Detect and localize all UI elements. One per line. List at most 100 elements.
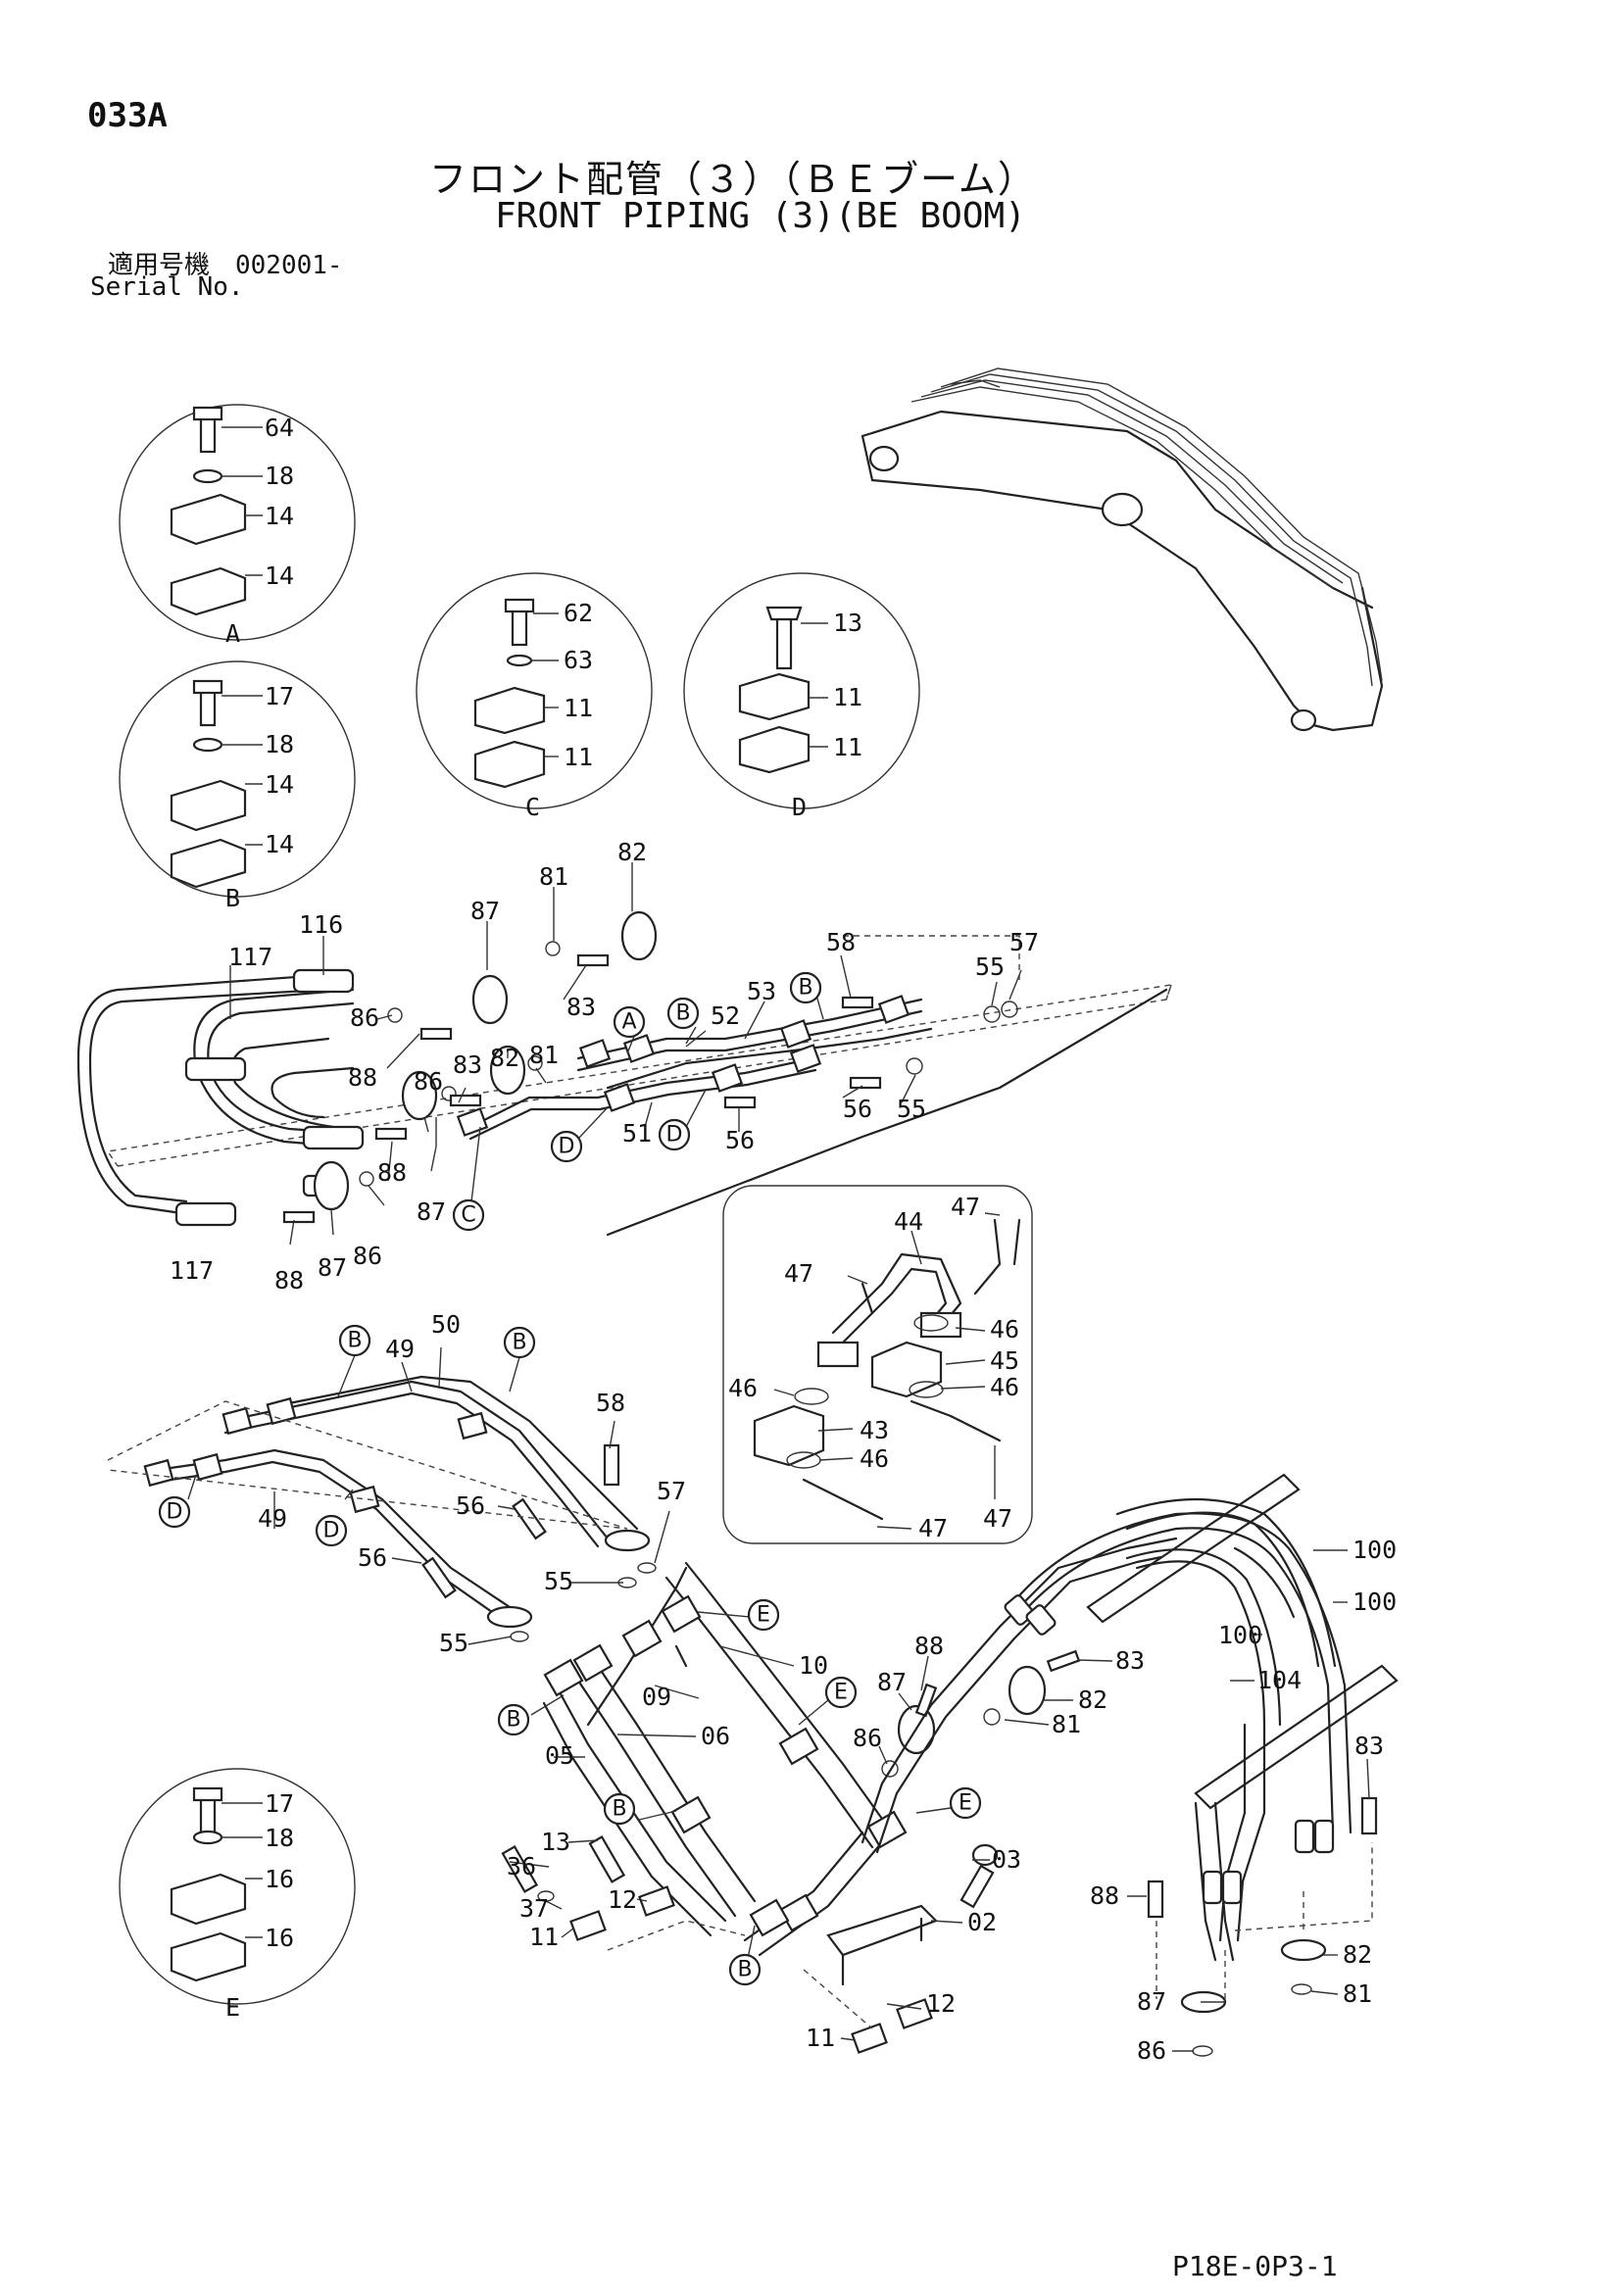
callout-86: 86 — [350, 1003, 379, 1032]
callout-86-c: 86 — [353, 1242, 382, 1270]
callout-02: 02 — [967, 1908, 997, 1936]
marker-b-3: B — [347, 1329, 362, 1353]
callout-117-lower: 117 — [170, 1256, 214, 1285]
callout-44: 44 — [894, 1207, 923, 1236]
callout-46-d: 46 — [860, 1444, 889, 1473]
callout-46: 46 — [990, 1315, 1019, 1343]
callout-49-b: 49 — [258, 1504, 287, 1533]
inset-detail-box — [722, 1185, 1033, 1544]
callout-37: 37 — [519, 1894, 549, 1923]
page-code: 033A — [87, 96, 168, 135]
marker-b-6: B — [612, 1797, 626, 1822]
callout-100-c: 100 — [1218, 1621, 1262, 1649]
callout-82: 82 — [617, 838, 647, 866]
callout-55-d: 55 — [439, 1629, 468, 1657]
callout-117: 117 — [228, 943, 272, 971]
lower-piping-assembly — [501, 1537, 1183, 2054]
marker-a: A — [621, 1010, 636, 1035]
callout-86-d: 86 — [853, 1724, 882, 1752]
detail-a-caption: A — [225, 619, 240, 648]
serial-label: Serial No. — [90, 272, 244, 302]
detail-a-part-14: 14 — [265, 502, 294, 530]
callout-36: 36 — [507, 1852, 536, 1881]
callout-46-b: 46 — [990, 1373, 1019, 1401]
detail-view-a: 64 18 14 14 A — [119, 404, 356, 648]
callout-05: 05 — [545, 1741, 574, 1770]
marker-e-3: E — [959, 1791, 972, 1816]
callout-82-d: 82 — [1343, 1940, 1372, 1969]
callout-50: 50 — [431, 1310, 461, 1339]
serial-label-japanese: 適用号機 002001- — [108, 251, 343, 280]
callout-11-b: 11 — [806, 2024, 835, 2052]
callout-13: 13 — [541, 1828, 570, 1856]
boom-overview-illustration — [861, 367, 1384, 732]
callout-88-e: 88 — [1090, 1881, 1119, 1910]
detail-c-part-11-lower: 11 — [564, 743, 593, 771]
callout-83-c: 83 — [1115, 1646, 1145, 1675]
callout-104: 104 — [1257, 1666, 1302, 1694]
callout-57-b: 57 — [657, 1477, 686, 1505]
callout-57: 57 — [1009, 928, 1039, 956]
callout-81-b: 81 — [529, 1041, 559, 1069]
callout-88-b: 88 — [377, 1158, 407, 1187]
detail-c-part-11: 11 — [564, 694, 593, 722]
callout-06: 06 — [701, 1722, 730, 1750]
callout-12-b: 12 — [926, 1989, 956, 2018]
callout-83: 83 — [566, 993, 596, 1021]
callout-55: 55 — [975, 953, 1005, 981]
detail-c-part-62: 62 — [564, 599, 593, 627]
callout-10: 10 — [799, 1651, 828, 1680]
marker-b-5: B — [506, 1708, 520, 1733]
marker-d-4: D — [323, 1519, 340, 1543]
detail-c-caption: C — [525, 793, 540, 821]
callout-58-b: 58 — [596, 1389, 625, 1417]
callout-116: 116 — [299, 910, 343, 939]
callout-87-b: 87 — [417, 1197, 446, 1226]
callout-81-d: 81 — [1343, 1979, 1372, 2008]
callout-47-c: 47 — [918, 1514, 948, 1542]
callout-86-b: 86 — [414, 1067, 443, 1096]
callout-labels: 116 117 117 87 81 82 83 86 88 83 82 81 8… — [170, 838, 1397, 2065]
callout-56: 56 — [843, 1095, 872, 1123]
detail-d-part-11-lower: 11 — [833, 733, 862, 761]
callout-83-d: 83 — [1354, 1732, 1384, 1760]
upper-piping-assembly — [76, 910, 1173, 1237]
callout-55-b: 55 — [897, 1095, 926, 1123]
callout-81-c: 81 — [1052, 1710, 1081, 1738]
detail-b-caption: B — [225, 884, 240, 912]
callout-87: 87 — [470, 897, 500, 925]
callout-47: 47 — [951, 1193, 980, 1221]
callout-49: 49 — [385, 1335, 415, 1363]
callout-52: 52 — [711, 1001, 740, 1030]
callout-12: 12 — [608, 1885, 637, 1914]
detail-view-b: 17 18 14 14 B — [119, 660, 356, 912]
page-title: FRONT PIPING (3)(BE BOOM) — [495, 196, 1026, 236]
page-title-japanese: フロント配管（３）（ＢＥブーム） — [429, 158, 1037, 201]
callout-43: 43 — [860, 1416, 889, 1444]
marker-d-2: D — [666, 1123, 683, 1148]
callout-82-b: 82 — [490, 1044, 519, 1072]
callout-11: 11 — [529, 1923, 559, 1951]
detail-view-e: 17 18 16 16 E — [119, 1768, 356, 2022]
detail-e-part-16: 16 — [265, 1865, 294, 1893]
detail-a-part-64: 64 — [265, 414, 294, 442]
callout-82-c: 82 — [1078, 1685, 1107, 1714]
detail-b-part-17: 17 — [265, 682, 294, 710]
detail-d-caption: D — [792, 793, 807, 821]
marker-b-7: B — [737, 1958, 752, 1982]
callout-87-d: 87 — [877, 1668, 907, 1696]
right-hose-assembly — [1004, 1473, 1399, 2057]
callout-51: 51 — [622, 1119, 652, 1148]
detail-d-part-11: 11 — [833, 683, 862, 711]
detail-a-part-14-lower: 14 — [265, 562, 294, 590]
callout-86-e: 86 — [1137, 2036, 1166, 2065]
callout-56-c: 56 — [456, 1491, 485, 1520]
marker-b: B — [675, 1001, 690, 1026]
detail-c-part-63: 63 — [564, 646, 593, 674]
callout-58: 58 — [826, 928, 856, 956]
detail-e-caption: E — [225, 1993, 240, 2022]
callout-83-b: 83 — [453, 1050, 482, 1079]
callout-87-e: 87 — [1137, 1987, 1166, 2016]
marker-e-2: E — [834, 1681, 848, 1705]
